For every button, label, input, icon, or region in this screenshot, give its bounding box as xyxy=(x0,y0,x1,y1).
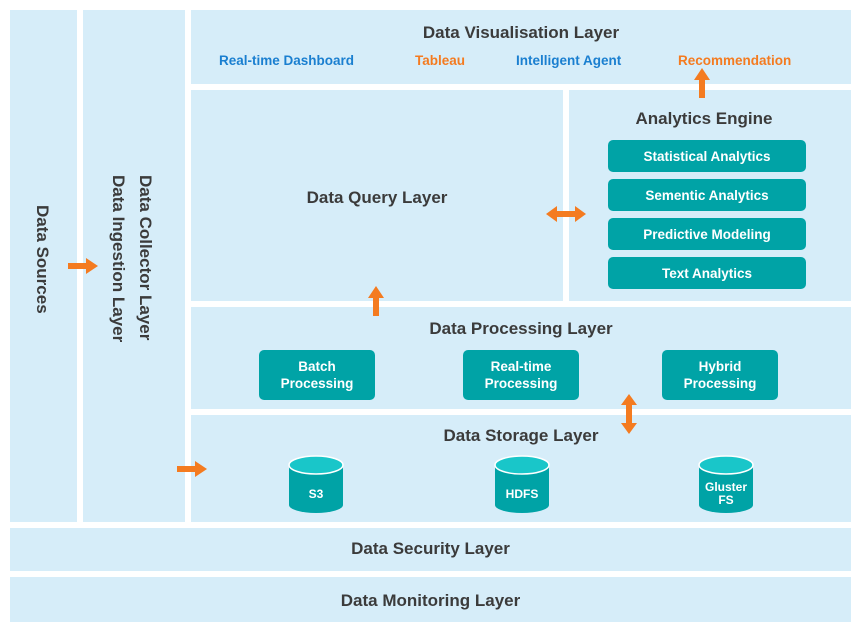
data-collector-label: Data Collector Layer xyxy=(136,175,155,341)
storage-item-hdfs: HDFS xyxy=(494,455,550,513)
batch-line1: Batch xyxy=(298,359,336,374)
processing-item-batch: Batch Processing xyxy=(259,350,375,400)
analytics-engine-title: Analytics Engine xyxy=(635,109,773,128)
data-storage-title: Data Storage Layer xyxy=(443,426,599,445)
data-security-title: Data Security Layer xyxy=(351,539,510,558)
arrow-up-processing-to-query xyxy=(368,286,384,316)
analytics-item-statistical: Statistical Analytics xyxy=(608,140,806,172)
data-monitoring-title: Data Monitoring Layer xyxy=(340,591,521,610)
analytics-engine-panel: Analytics Engine Statistical Analytics S… xyxy=(569,90,851,301)
vis-item-recommendation: Recommendation xyxy=(678,53,792,68)
data-query-title: Data Query Layer xyxy=(306,188,448,207)
data-sources-label: Data Sources xyxy=(33,205,52,314)
database-icon xyxy=(494,455,550,513)
arrow-bidirectional-query-analytics xyxy=(546,206,586,222)
data-ingestion-panel: Data Collector Layer Data Ingestion Laye… xyxy=(83,10,185,522)
data-visualisation-title: Data Visualisation Layer xyxy=(422,23,620,42)
gluster-label-line2: FS xyxy=(718,493,734,507)
s3-label: S3 xyxy=(308,487,324,501)
analytics-item-sementic: Sementic Analytics xyxy=(608,179,806,211)
data-query-panel: Data Query Layer xyxy=(191,90,563,301)
arrow-right-ingestion-to-storage xyxy=(177,461,207,477)
arrow-up-analytics-to-visualisation xyxy=(694,68,710,98)
analytics-item-predictive: Predictive Modeling xyxy=(608,218,806,250)
batch-line2: Processing xyxy=(280,376,354,391)
hdfs-label: HDFS xyxy=(505,487,539,501)
database-icon xyxy=(288,455,344,513)
vis-item-realtime-dashboard: Real-time Dashboard xyxy=(219,53,355,68)
data-processing-panel: Data Processing Layer Batch Processing R… xyxy=(191,307,851,409)
analytics-item-text: Text Analytics xyxy=(608,257,806,289)
data-monitoring-panel: Data Monitoring Layer xyxy=(10,577,851,622)
data-security-panel: Data Security Layer xyxy=(10,528,851,571)
storage-item-s3: S3 xyxy=(288,455,344,513)
database-icon xyxy=(698,455,754,513)
realtime-line1: Real-time xyxy=(490,359,552,374)
data-ingestion-label: Data Ingestion Layer xyxy=(109,175,128,343)
gluster-label-line1: Gluster xyxy=(704,480,747,494)
arrow-bidirectional-processing-storage xyxy=(621,394,637,434)
data-processing-title: Data Processing Layer xyxy=(429,319,613,338)
hybrid-line1: Hybrid xyxy=(698,359,742,374)
storage-item-glusterfs: Gluster FS xyxy=(698,455,754,513)
vis-item-intelligent-agent: Intelligent Agent xyxy=(516,53,622,68)
processing-item-hybrid: Hybrid Processing xyxy=(662,350,778,400)
data-sources-panel: Data Sources xyxy=(10,10,77,522)
processing-item-realtime: Real-time Processing xyxy=(463,350,579,400)
arrow-right-sources-to-ingestion xyxy=(68,258,98,274)
data-visualisation-panel: Data Visualisation Layer Real-time Dashb… xyxy=(191,10,851,84)
vis-item-tableau: Tableau xyxy=(415,53,466,68)
realtime-line2: Processing xyxy=(484,376,558,391)
hybrid-line2: Processing xyxy=(683,376,757,391)
